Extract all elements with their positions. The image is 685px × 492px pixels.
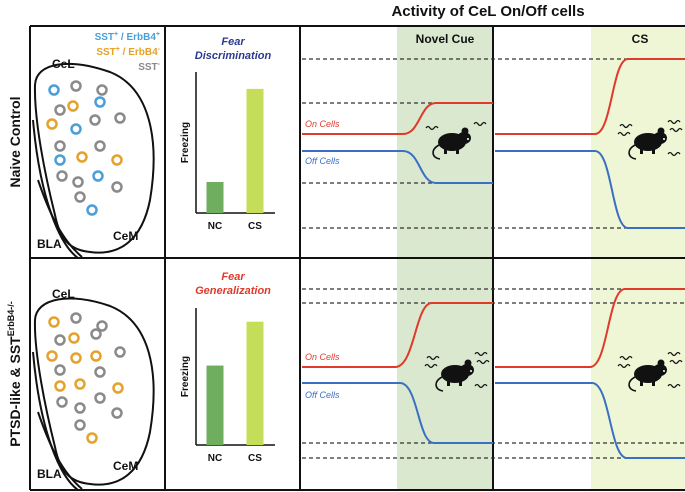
x-tick-label: NC: [208, 221, 222, 232]
x-tick-label: CS: [248, 453, 262, 464]
bla-label: BLA: [37, 467, 62, 481]
off-cells-trace-cs: [495, 150, 685, 229]
anatomy-panel-naive: CeL BLA CeM: [32, 57, 155, 259]
behavior-title-line1: Fear: [221, 271, 245, 283]
behavior-title-line2: Generalization: [195, 285, 271, 297]
on-cells-trace-novel-cue: [302, 302, 493, 368]
on-cells-label: On Cells: [305, 119, 340, 129]
cem-label: CeM: [113, 459, 138, 473]
row-label-naive: Naive Control: [7, 96, 23, 187]
cs-label: CS: [632, 32, 649, 46]
legend-erbb4-neg: SST+ / ErbB4-: [96, 46, 160, 58]
on-cells-label: On Cells: [305, 352, 340, 362]
anatomy-panel-ptsd: CeL BLA CeM: [32, 287, 155, 491]
off-cells-label: Off Cells: [305, 156, 340, 166]
off-cells-trace-novel-cue: [302, 150, 493, 184]
freezing-bar-nc: [206, 365, 224, 445]
behavior-title-line1: Fear: [221, 36, 245, 48]
novel-cue-label: Novel Cue: [416, 32, 475, 46]
off-cells-label: Off Cells: [305, 390, 340, 400]
figure-title: Activity of CeL On/Off cells: [391, 3, 584, 20]
cem-label: CeM: [113, 229, 138, 243]
freezing-bar-cs: [246, 321, 264, 445]
off-cells-trace-novel-cue: [302, 382, 493, 444]
y-axis-label: Freezing: [180, 356, 191, 397]
bla-label: BLA: [37, 237, 62, 251]
x-tick-label: CS: [248, 221, 262, 232]
x-tick-label: NC: [208, 453, 222, 464]
y-axis-label: Freezing: [180, 122, 191, 163]
behavior-title-line2: Discrimination: [195, 50, 272, 62]
legend-erbb4-pos: SST+ / ErbB4+: [95, 31, 160, 43]
row-label-ptsd: PTSD-like & SSTErbB4-/-: [6, 301, 23, 446]
dashed-level-lines: [302, 58, 685, 459]
on-cells-trace-novel-cue: [302, 102, 493, 135]
legend-sst-neg: SST-: [138, 61, 160, 73]
off-cells-trace-cs: [495, 382, 685, 459]
freezing-bar-nc: [206, 181, 224, 213]
cel-label: CeL: [52, 57, 75, 71]
on-cells-trace-cs: [495, 288, 685, 368]
on-cells-trace-cs: [495, 58, 685, 135]
cel-label: CeL: [52, 287, 75, 301]
freezing-bar-cs: [246, 88, 264, 213]
